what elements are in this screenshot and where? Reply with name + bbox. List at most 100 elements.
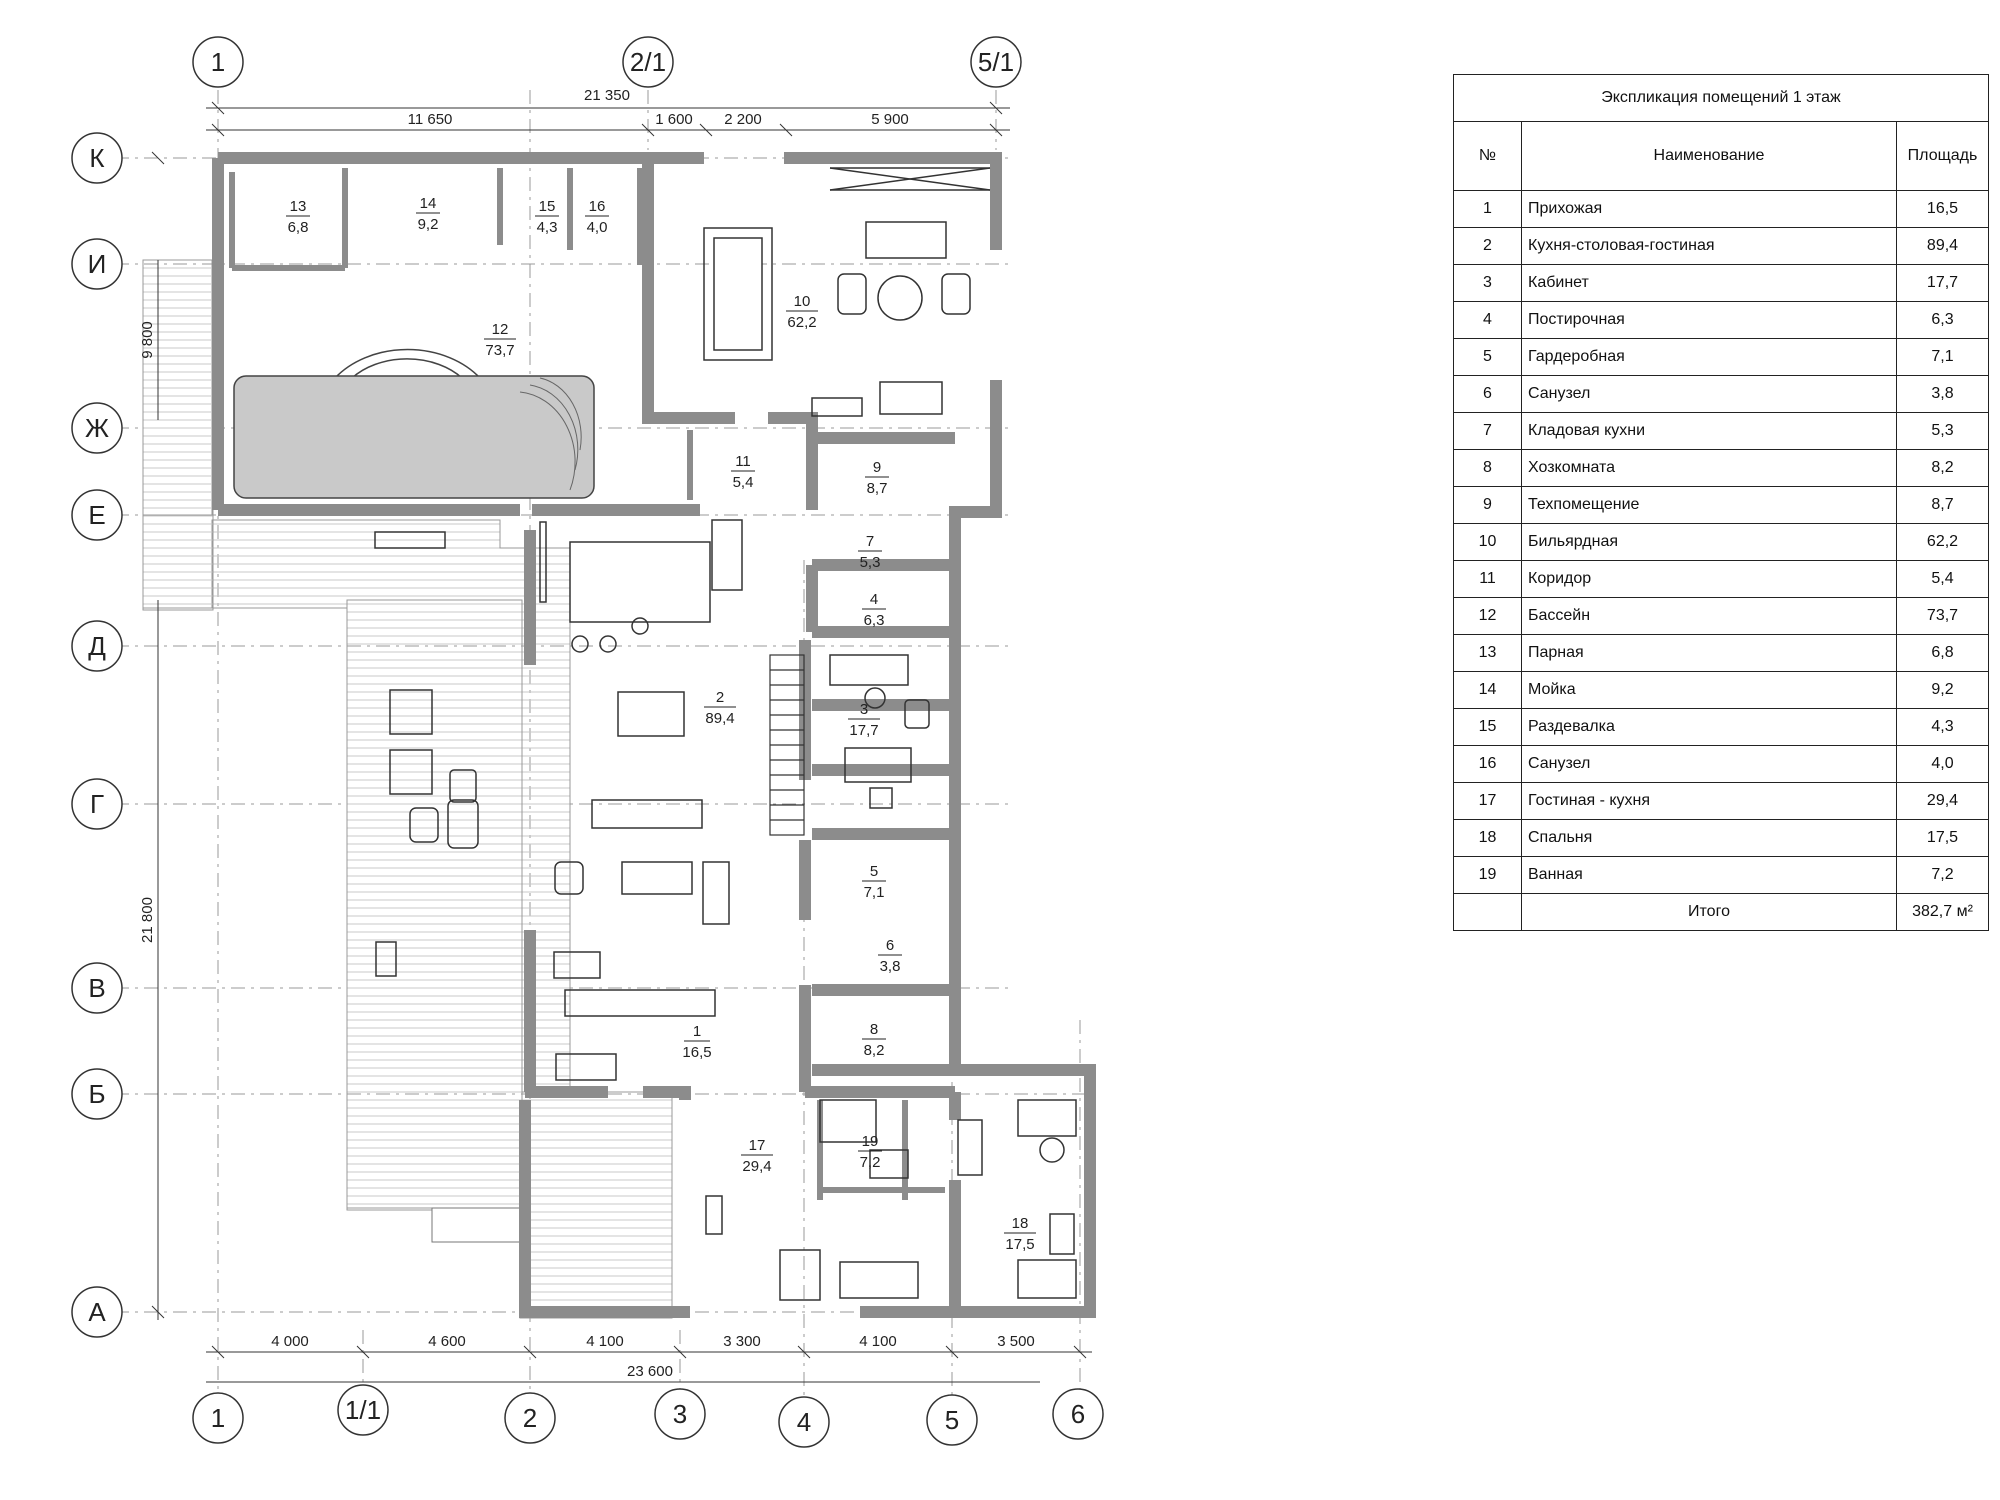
svg-text:1: 1 xyxy=(693,1023,701,1040)
svg-text:6: 6 xyxy=(886,937,894,954)
room-label-5: 57,1 xyxy=(862,863,886,901)
room-label-2: 289,4 xyxy=(704,689,736,727)
svg-text:9: 9 xyxy=(873,459,881,476)
axis-label: Ж xyxy=(85,413,109,443)
dimension-segment: 4 100 xyxy=(859,1333,897,1350)
svg-text:89,4: 89,4 xyxy=(705,710,734,727)
svg-text:73,7: 73,7 xyxy=(485,342,514,359)
dimension-segment: 11 650 xyxy=(408,111,453,128)
svg-text:4,3: 4,3 xyxy=(537,219,558,236)
explication-title-row: Экспликация помещений 1 этаж xyxy=(1453,74,1989,122)
dimension-segment: 2 200 xyxy=(724,111,762,128)
col-header-area: Площадь xyxy=(1896,121,1989,191)
total-label: Итого xyxy=(1521,893,1897,931)
svg-text:15: 15 xyxy=(539,198,556,215)
axis-bubble: Д xyxy=(71,620,123,672)
south-furniture xyxy=(705,654,1077,1301)
axis-label: К xyxy=(89,143,104,173)
axis-label: И xyxy=(88,249,107,279)
svg-text:4,0: 4,0 xyxy=(587,219,608,236)
interior-partitions xyxy=(229,168,945,1200)
dimension-texts: 21 350 11 650 1 600 2 200 5 900 4 000 4 … xyxy=(139,87,1035,1380)
dimension-segment: 4 000 xyxy=(271,1333,309,1350)
axis-bubble: Б xyxy=(71,1068,123,1120)
svg-text:16: 16 xyxy=(589,198,606,215)
explication-table: Экспликация помещений 1 этаж № Наименова… xyxy=(1453,74,1989,931)
svg-text:8: 8 xyxy=(870,1021,878,1038)
axis-bubble: 5 xyxy=(926,1394,978,1446)
axis-bubble: 4 xyxy=(778,1396,830,1448)
room-label-6: 63,8 xyxy=(878,937,902,975)
svg-text:2: 2 xyxy=(716,689,724,706)
svg-text:6,3: 6,3 xyxy=(864,612,885,629)
axis-bubble: 6 xyxy=(1052,1388,1104,1440)
room-label-18: 18 17,5 xyxy=(1004,1215,1036,1253)
svg-text:13: 13 xyxy=(290,198,307,215)
billiard-furniture xyxy=(703,167,991,417)
svg-text:7,2: 7,2 xyxy=(860,1154,881,1171)
axis-bubble: 2 xyxy=(504,1392,556,1444)
axis-bubble: 3 xyxy=(654,1388,706,1440)
dimension-segment: 4 600 xyxy=(428,1333,466,1350)
room-label-19: 197,2 xyxy=(858,1133,882,1171)
room-label-7: 75,3 xyxy=(858,533,882,571)
axis-bubble: Е xyxy=(71,489,123,541)
axis-bubble: Ж xyxy=(71,402,123,454)
svg-text:17,5: 17,5 xyxy=(1005,1236,1034,1253)
walls xyxy=(212,152,1096,1318)
room-labels: 116,5 289,4 317,7 46,3 57,1 63,8 75,3 88… xyxy=(286,195,1036,1253)
axis-bubble: 1/1 xyxy=(337,1384,389,1436)
axis-label: 2/1 xyxy=(630,47,666,77)
svg-text:19: 19 xyxy=(862,1133,879,1150)
axis-label: Б xyxy=(88,1079,105,1109)
total-area: 382,7 м² xyxy=(1896,893,1989,931)
room-label-8: 88,2 xyxy=(862,1021,886,1059)
svg-text:5,3: 5,3 xyxy=(860,554,881,571)
svg-text:4: 4 xyxy=(870,591,878,608)
axis-label: 3 xyxy=(673,1399,687,1429)
svg-text:18: 18 xyxy=(1012,1215,1029,1232)
room-label-16: 164,0 xyxy=(585,198,609,236)
axis-bubble: В xyxy=(71,962,123,1014)
room-label-15: 154,3 xyxy=(535,198,559,236)
explication-title: Экспликация помещений 1 этаж xyxy=(1453,74,1989,122)
axis-label: Д xyxy=(88,631,106,661)
room-label-3: 317,7 xyxy=(848,701,880,739)
axis-label: Е xyxy=(88,500,105,530)
room-label-1: 116,5 xyxy=(682,1023,711,1061)
axis-bubble: 1 xyxy=(192,1392,244,1444)
svg-text:29,4: 29,4 xyxy=(742,1158,771,1175)
svg-text:3: 3 xyxy=(860,701,868,718)
svg-text:5,4: 5,4 xyxy=(733,474,754,491)
axis-bubble: 5/1 xyxy=(970,36,1022,88)
svg-text:7: 7 xyxy=(866,533,874,550)
dimension-segment: 1 600 xyxy=(655,111,693,128)
axis-bubble: 2/1 xyxy=(622,36,674,88)
staircase xyxy=(769,654,805,836)
svg-text:3,8: 3,8 xyxy=(880,958,901,975)
svg-text:16,5: 16,5 xyxy=(682,1044,711,1061)
dimension-left-lower: 21 800 xyxy=(139,897,156,943)
axis-label: 1 xyxy=(211,47,225,77)
svg-text:7,1: 7,1 xyxy=(864,884,885,901)
axis-label: А xyxy=(88,1297,106,1327)
pool xyxy=(233,348,595,499)
axis-label: 1/1 xyxy=(345,1395,381,1425)
room-label-13: 136,8 xyxy=(286,198,310,236)
svg-text:9,2: 9,2 xyxy=(418,216,439,233)
axis-bubbles-bottom: 1 1/1 2 3 4 5 6 xyxy=(192,1384,1104,1448)
dimension-segment: 3 500 xyxy=(997,1333,1035,1350)
